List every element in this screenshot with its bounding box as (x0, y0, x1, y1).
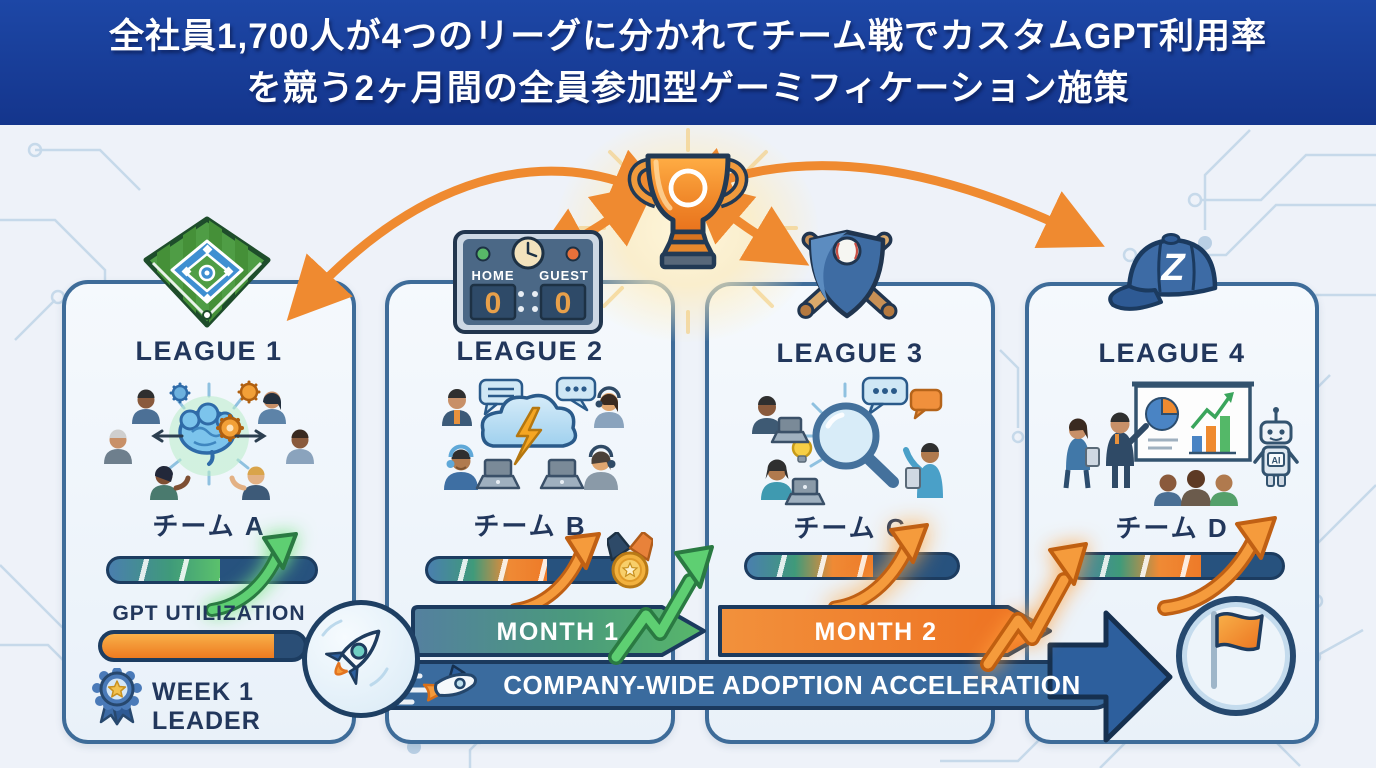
team-members (752, 396, 943, 506)
laptop-icon (539, 458, 585, 490)
gpt-utilization-fill (102, 634, 274, 658)
gpt-utilization-label: GPT UTILIZATION (112, 602, 306, 625)
speech-bubble-icon (555, 376, 597, 412)
gear-icon (169, 382, 191, 404)
team-name: チーム A (152, 511, 266, 541)
league-title: LEAGUE 2 (456, 336, 604, 366)
laptop-icon (770, 416, 810, 444)
lightning-icon (513, 406, 543, 466)
shield-bats-icon (797, 229, 898, 320)
team-progress-bar (106, 556, 318, 584)
acceleration-label: COMPANY-WIDE ADOPTION ACCELERATION (503, 670, 1080, 700)
magnifier-icon (812, 402, 899, 488)
scoreboard-guest-label: GUEST (539, 268, 589, 283)
league-title: LEAGUE 4 (1098, 338, 1246, 368)
baseball-field-icon (143, 216, 271, 328)
team-progress-bar (744, 552, 960, 580)
team-progress-bar (1067, 552, 1285, 580)
banner-line-2: を競う2ヶ月間の全員参加型ゲーミフィケーション施策 (246, 68, 1130, 108)
robot-chest-label: AI (1272, 456, 1281, 466)
title-banner: 全社員1,700人が4つのリーグに分かれてチーム戦でカスタムGPT利用率 を競う… (0, 0, 1376, 125)
team-members (442, 386, 624, 490)
medal-icon (607, 532, 653, 589)
rosette-badge-icon (92, 668, 142, 726)
league-card-1: LEAGUE 1 (62, 280, 356, 744)
bar-chart-icon (1189, 392, 1236, 455)
zigzag-arrow-orange (980, 542, 1088, 672)
acceleration-bar: COMPANY-WIDE ADOPTION ACCELERATION (354, 610, 1173, 743)
big-arrow-icon (1047, 610, 1173, 743)
scoreboard-guest-score: 0 (555, 287, 572, 320)
league-title: LEAGUE 1 (135, 336, 283, 366)
presentation-illustration: AI (1063, 381, 1299, 506)
baseball-cap-icon: Z (1108, 233, 1218, 311)
team-progress-fill (747, 555, 873, 577)
trophy-icon (627, 153, 749, 270)
zigzag-arrow-green (608, 545, 714, 665)
scoreboard-icon: HOME GUEST 0 0 (453, 230, 603, 334)
gear-icon (237, 380, 261, 404)
gear-icon (216, 414, 244, 442)
league-title: LEAGUE 3 (776, 338, 924, 368)
presenter-assistant (1063, 418, 1100, 489)
banner-line-1: 全社員1,700人が4つのリーグに分かれてチーム戦でカスタムGPT利用率 (109, 16, 1267, 56)
month1-label: MONTH 1 (497, 618, 620, 646)
brain-icon (178, 402, 236, 466)
team-progress-fill (109, 559, 221, 581)
audience (1154, 470, 1238, 506)
growth-arrow-icon (206, 532, 298, 617)
rocket-icon (422, 664, 478, 702)
team-progress-fill (428, 559, 548, 581)
team-name: チーム B (473, 511, 587, 541)
laptop-icon (784, 477, 826, 506)
rocket-launch-badge (302, 600, 420, 718)
curved-arrow-league1 (286, 149, 674, 322)
brain-gears-illustration (104, 380, 314, 500)
team-name: チーム C (793, 513, 907, 543)
team-progress-fill (1070, 555, 1202, 577)
cap-letter: Z (1160, 247, 1186, 289)
curved-arrow-league3 (688, 179, 810, 266)
magnifier-illustration (752, 376, 943, 506)
scoreboard-home-label: HOME (472, 268, 515, 283)
speech-bubble-icon (861, 376, 909, 416)
presentation-screen (1132, 381, 1254, 462)
scoreboard-home-score: 0 (485, 287, 502, 320)
growth-arrow-icon (1157, 516, 1277, 616)
team-progress-bar (425, 556, 637, 584)
month2-label: MONTH 2 (815, 618, 938, 646)
finish-flag-badge (1176, 596, 1296, 716)
speech-bubble-icon (909, 388, 943, 420)
laptop-icon (475, 458, 521, 490)
rocket-icon (321, 619, 389, 687)
team-name: チーム D (1115, 513, 1229, 543)
pie-chart-icon (1145, 396, 1180, 431)
cloud-lightning-illustration (442, 376, 624, 490)
presenter (1106, 412, 1149, 488)
robot-icon: AI (1253, 407, 1299, 487)
team-members (104, 389, 314, 500)
week-leader-label: WEEK 1 LEADER (152, 678, 261, 735)
flag-icon (1211, 611, 1264, 689)
gpt-utilization-bar (98, 630, 308, 662)
